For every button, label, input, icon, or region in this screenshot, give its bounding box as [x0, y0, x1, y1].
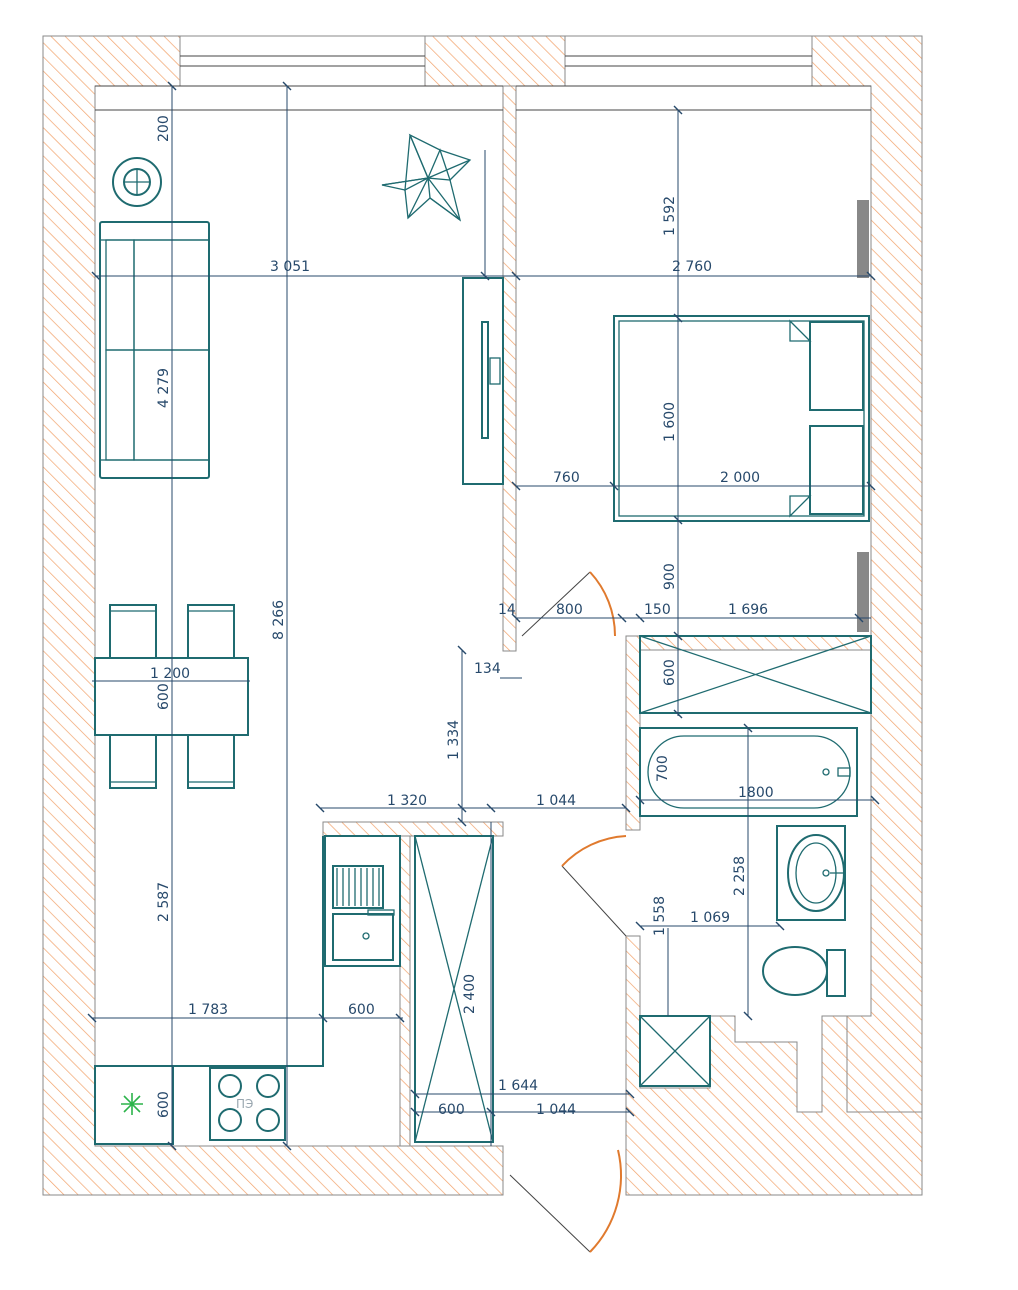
- dim-2400: 2 400: [462, 974, 478, 1014]
- dim-1644: 1 644: [498, 1078, 538, 1094]
- doors[interactable]: [509, 571, 627, 1253]
- radiator-bottom: [857, 552, 869, 632]
- toilet: [762, 946, 846, 997]
- tv-cabinet: [462, 277, 504, 485]
- sofa: [99, 221, 210, 479]
- dim-1320: 1 320: [387, 793, 427, 809]
- dim-1696: 1 696: [728, 602, 768, 618]
- dim-1558: 1 558: [652, 896, 668, 936]
- dim-1600: 1 600: [662, 402, 678, 442]
- window-living: [179, 35, 426, 87]
- dim-1044-top: 1 044: [536, 793, 576, 809]
- wall-kitchen-column: [399, 835, 411, 1147]
- dim-200: 200: [156, 115, 172, 142]
- dim-4279: 4 279: [156, 368, 172, 408]
- dimension-lines: 3 051 2 760 760 2 000 14 800 150 1 696 1…: [87, 81, 880, 1151]
- windows: [179, 35, 813, 87]
- corner-cabinet: [94, 1065, 174, 1145]
- dim-1069: 1 069: [690, 910, 730, 926]
- kitchen-tall-cabinet: [414, 835, 494, 1143]
- dim-600-bottom: 600: [438, 1102, 465, 1118]
- kitchen-sink: [324, 835, 401, 967]
- dim-700: 700: [655, 755, 671, 782]
- dim-3051: 3 051: [270, 259, 310, 275]
- dim-1334: 1 334: [446, 720, 462, 760]
- stove-mark: ПЭ: [236, 1097, 253, 1111]
- dim-2587: 2 587: [156, 882, 172, 922]
- radiator-top: [857, 200, 869, 278]
- dim-1200: 1 200: [150, 666, 190, 682]
- wall-bath-lower: [625, 935, 923, 1196]
- dim-760: 760: [553, 470, 580, 486]
- utility-shaft: [639, 1015, 711, 1087]
- wall-partition-living-bedroom: [502, 85, 517, 652]
- cooktop: ПЭ: [209, 1067, 286, 1141]
- star-plant-icon: [121, 1093, 143, 1115]
- double-bed: [613, 315, 870, 522]
- dim-600-wardrobe: 600: [662, 659, 678, 686]
- window-bedroom: [564, 35, 813, 87]
- dim-900: 900: [662, 563, 678, 590]
- dim-600-table: 600: [156, 683, 172, 710]
- dim-1783: 1 783: [188, 1002, 228, 1018]
- dim-14: 14: [498, 602, 516, 618]
- potted-plant-icon: [381, 133, 472, 222]
- floor-fan-icon: [112, 157, 162, 207]
- dim-1592: 1 592: [662, 196, 678, 236]
- walls: [42, 35, 923, 1196]
- dim-150: 150: [644, 602, 671, 618]
- wall-pier-top-center: [424, 35, 566, 651]
- bathroom-sink: [776, 825, 846, 921]
- dim-600-counter: 600: [348, 1002, 375, 1018]
- entrance-door[interactable]: [509, 1149, 622, 1253]
- dim-800: 800: [556, 602, 583, 618]
- dim-1044-bottom: 1 044: [536, 1102, 576, 1118]
- dim-8266: 8 266: [271, 600, 287, 640]
- dim-600-corner: 600: [156, 1091, 172, 1118]
- dim-1800: 1800: [738, 785, 774, 801]
- bathroom-door[interactable]: [561, 835, 627, 937]
- dim-2258: 2 258: [732, 856, 748, 896]
- room-outlines: [95, 85, 871, 111]
- bedroom-door[interactable]: [521, 571, 617, 637]
- dim-2760: 2 760: [672, 259, 712, 275]
- dim-134: 134: [474, 661, 501, 677]
- kitchen-counter: [95, 836, 324, 1067]
- dim-2000: 2 000: [720, 470, 760, 486]
